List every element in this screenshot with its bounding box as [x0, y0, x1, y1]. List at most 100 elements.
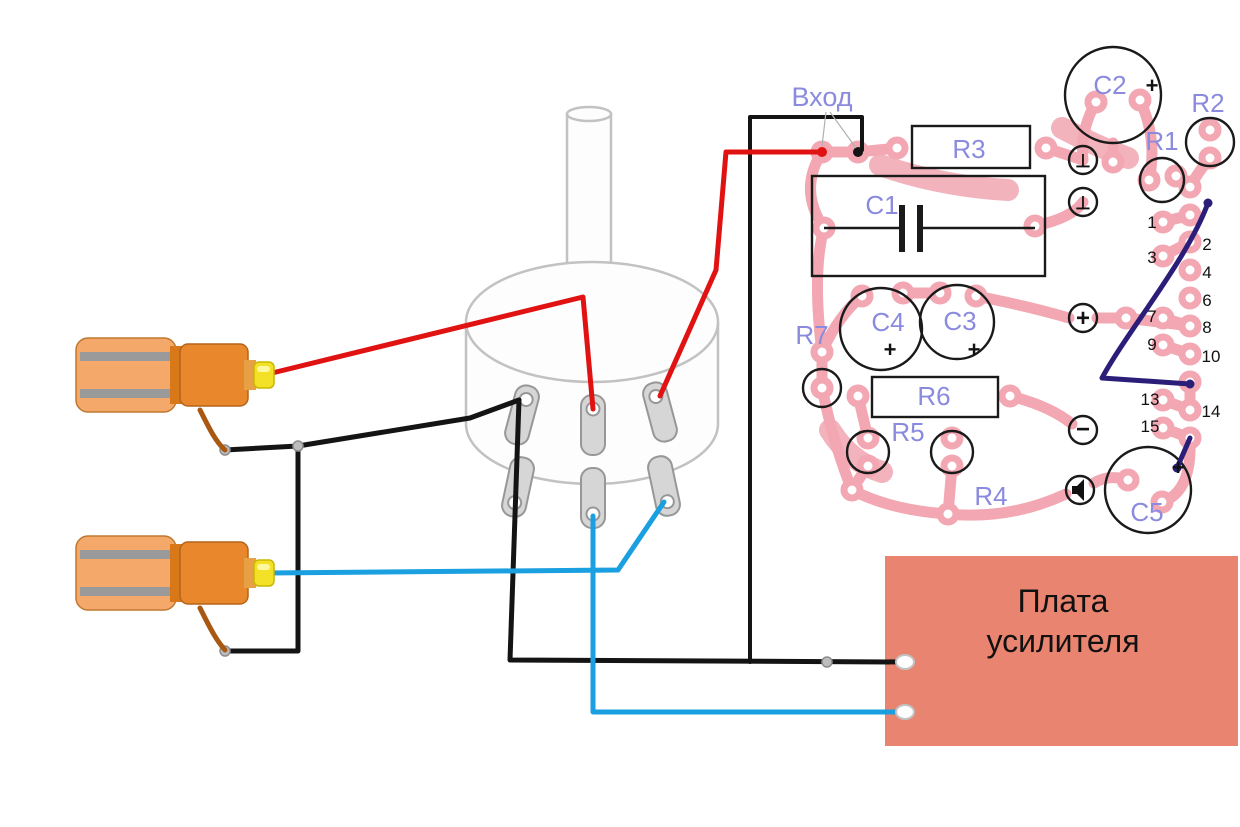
- label-r5: R5: [891, 417, 924, 447]
- amplifier-board-body: [885, 556, 1238, 746]
- resistor-r1-outline: [1138, 156, 1186, 204]
- label-c3: C3: [943, 306, 976, 336]
- label-r4: R4: [974, 481, 1007, 511]
- rca-ground-pigtail: [197, 605, 228, 653]
- pcb-jumper-wires: [1099, 198, 1213, 473]
- solder-junction: [821, 656, 833, 668]
- potentiometer-lug: [647, 455, 681, 517]
- rca-collar: [170, 346, 182, 404]
- potentiometer-body-top: [464, 260, 720, 384]
- resistor-r3-outline: [910, 124, 1032, 170]
- c4-polarity-plus: +: [884, 337, 897, 362]
- pin-number-7: 7: [1147, 307, 1156, 326]
- label-r7: R7: [795, 320, 828, 350]
- c3-polarity-plus: +: [968, 337, 981, 362]
- capacitor-c3-outline: [918, 283, 996, 361]
- board-solder-pad: [895, 704, 915, 720]
- capacitor-c1-symbol: [824, 205, 1035, 252]
- ground-wire-top-rca: [222, 397, 522, 453]
- pcb-labels: C2 R2 R1 R3 C1 R7 C4 C3 R6 R5 R4 C5 + + …: [795, 70, 1224, 527]
- rca-tip-highlight: [257, 366, 270, 372]
- hookup-wires: [219, 115, 915, 720]
- navy-wire-end: [1203, 198, 1213, 208]
- pin-number-9: 9: [1147, 335, 1156, 354]
- capacitor-c2-outline: [1063, 45, 1163, 145]
- pin-number-6: 6: [1202, 291, 1211, 310]
- rca-body: [179, 343, 249, 407]
- rca-neck: [244, 360, 256, 390]
- red-signal-wire-to-pcb: [657, 149, 825, 399]
- resistor-r6-outline: [870, 375, 1000, 419]
- board-solder-pad: [895, 654, 915, 670]
- c5-polarity-plus: +: [1172, 455, 1185, 480]
- label-c4: C4: [871, 307, 904, 337]
- label-c1: C1: [865, 190, 898, 220]
- rca-ground-pigtail: [197, 407, 228, 453]
- label-r3: R3: [952, 134, 985, 164]
- ground-symbol: ⊥: [1075, 193, 1091, 213]
- rca-barrel: [75, 535, 177, 611]
- navy-jumper-wire: [1099, 200, 1211, 387]
- speaker-icon: [1072, 479, 1084, 501]
- rca-barrel-stripe: [80, 389, 174, 398]
- potentiometer-lug: [642, 381, 678, 443]
- rca-connector-top: [75, 337, 275, 453]
- ground-symbol-circle: [1067, 186, 1099, 218]
- label-r6: R6: [917, 381, 950, 411]
- capacitor-c5-outline: [1103, 445, 1193, 535]
- rca-barrel-stripe: [80, 587, 174, 596]
- speaker-terminal-circle: [1064, 474, 1096, 506]
- rca-tip: [253, 559, 275, 587]
- rca-barrel-stripe: [80, 550, 174, 559]
- blue-signal-wire-rca: [265, 499, 667, 576]
- plus-terminal-circle: [1067, 302, 1099, 334]
- ground-symbol-circle: [1067, 144, 1099, 176]
- label-c2: C2: [1093, 70, 1126, 100]
- label-c5: C5: [1130, 497, 1163, 527]
- resistor-r4-outline: [929, 429, 975, 475]
- blue-signal-wire-to-board: [590, 513, 903, 715]
- navy-wire-end: [1185, 379, 1195, 389]
- pin-number-1: 1: [1147, 213, 1156, 232]
- potentiometer-shaft-top: [565, 105, 613, 123]
- input-label-pointer-lines: [821, 111, 857, 149]
- navy-jumper-wire: [1174, 435, 1193, 471]
- capacitor-c4-outline: [838, 286, 924, 372]
- rca-collar: [170, 544, 182, 602]
- input-annotation: Вход: [791, 82, 857, 149]
- black-wire-end: [853, 147, 863, 157]
- input-label: Вход: [791, 82, 852, 112]
- input-signal-black-wire: [748, 115, 864, 664]
- pin-number-10: 10: [1202, 347, 1221, 366]
- amplifier-board-label-line2: усилителя: [986, 623, 1139, 659]
- resistor-r7-outline: [801, 367, 843, 409]
- label-r2: R2: [1191, 88, 1224, 118]
- label-r1: R1: [1145, 126, 1178, 156]
- c2-polarity-plus: +: [1146, 73, 1159, 98]
- pin-number-4: 4: [1202, 263, 1211, 282]
- rca-body: [179, 541, 249, 605]
- rca-neck: [244, 558, 256, 588]
- rca-connector-bottom: [75, 535, 275, 653]
- navy-wire-end: [1172, 463, 1182, 473]
- pin-number-8: 8: [1202, 318, 1211, 337]
- plus-terminal-symbol: +: [1076, 305, 1090, 332]
- red-wire-end: [817, 147, 827, 157]
- rca-tip: [253, 361, 275, 389]
- amplifier-board: Плата усилителя: [885, 556, 1238, 746]
- ground-wire-to-board: [507, 397, 905, 665]
- pin-number-3: 3: [1147, 248, 1156, 267]
- pin-number-13: 13: [1141, 390, 1160, 409]
- resistor-r2-outline: [1184, 116, 1236, 168]
- minus-terminal-circle: [1067, 414, 1099, 446]
- resistor-r5-outline: [845, 429, 891, 475]
- pcb-trace-blob: [869, 154, 1019, 201]
- rca-barrel: [75, 337, 177, 413]
- rca-tip-highlight: [257, 564, 270, 570]
- red-signal-wire-rca: [265, 294, 596, 412]
- ground-wire-bottom-rca: [222, 443, 301, 654]
- pin-number-15: 15: [1141, 417, 1160, 436]
- pin-number-2: 2: [1202, 235, 1211, 254]
